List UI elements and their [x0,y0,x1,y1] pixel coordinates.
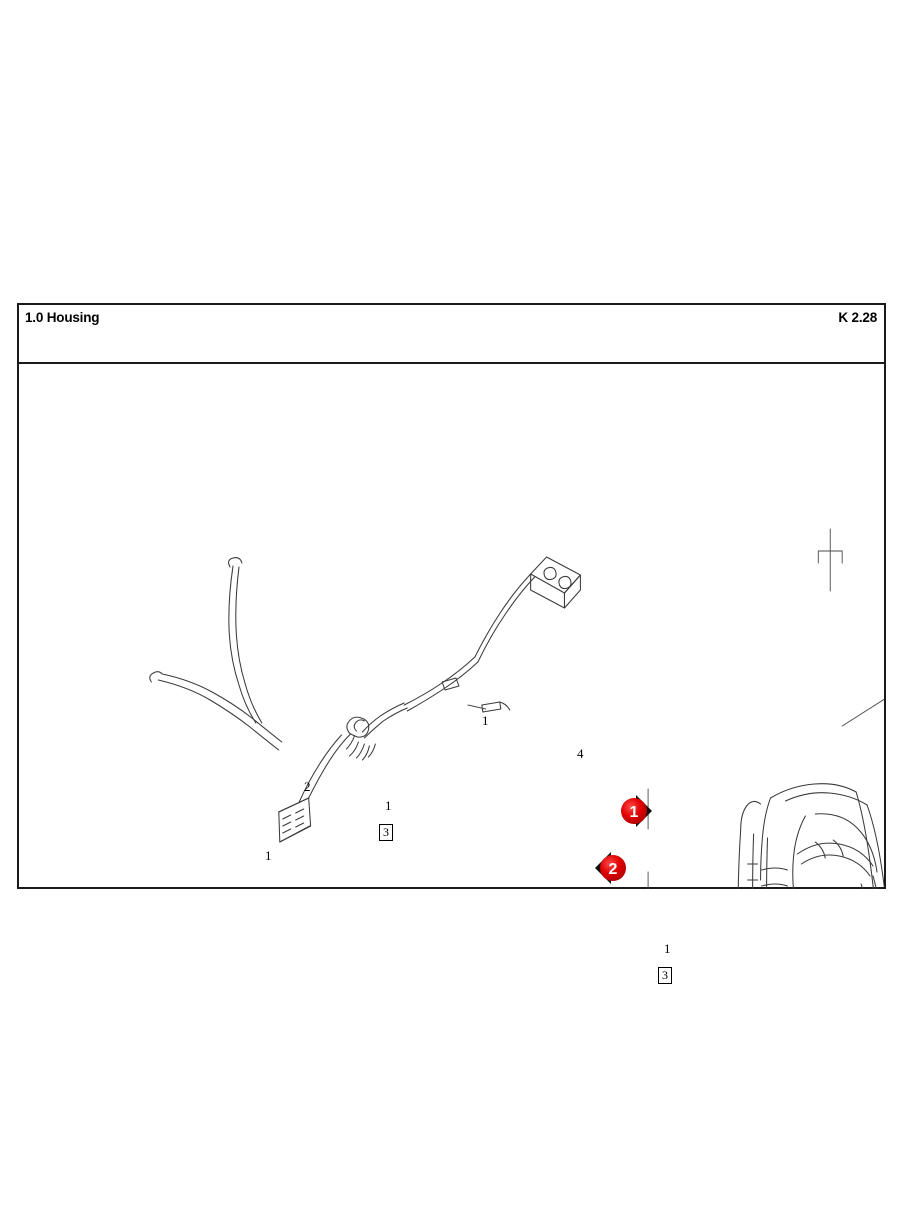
callout-label-center-housing-shell: 1 [482,713,489,728]
callout-label-cable-harness: 2 [304,779,311,794]
leader-lines [467,528,884,889]
sheet-header: 1.0 Housing K 2.28 [19,305,884,364]
callout-box-lower-wheel: 3 [658,967,672,984]
navigation-marker-1-icon[interactable]: 1 [616,791,662,831]
navigation-marker-2-icon[interactable]: 2 [585,848,631,888]
parts-diagram-sheet: 1.0 Housing K 2.28 [17,303,886,984]
center-housing-shell-drawing [737,783,884,889]
svg-text:2: 2 [609,861,618,878]
callout-label-lower-wheel: 1 [664,941,671,956]
callout-box-upper-impeller: 3 [379,824,393,841]
model-code: K 2.28 [838,310,877,325]
callout-label-upper-impeller: 1 [385,798,392,813]
exploded-view-drawing [149,528,884,889]
callout-label-screw: 4 [577,746,584,761]
callout-label-front-cover-panel: 1 [265,848,272,863]
cable-harness-drawing [149,556,581,843]
svg-text:1: 1 [630,804,639,821]
page-title: 1.0 Housing [25,310,100,325]
diagram-canvas [19,364,884,889]
